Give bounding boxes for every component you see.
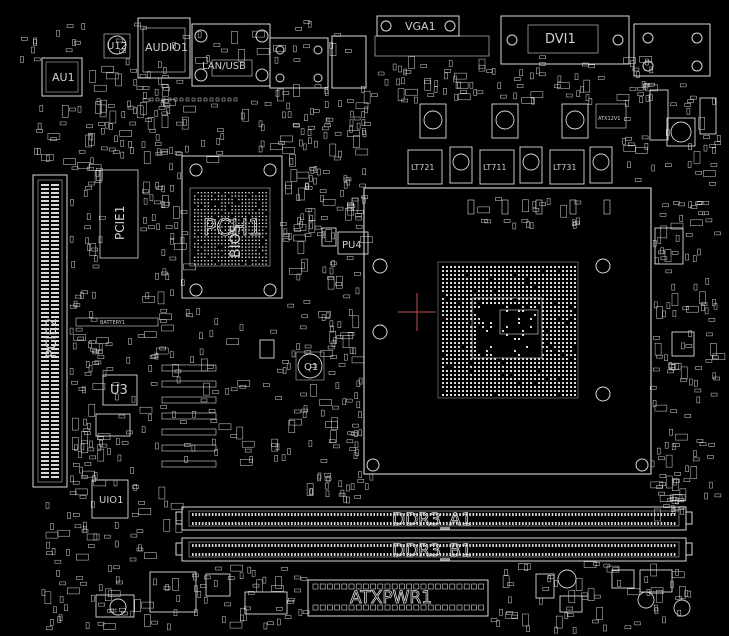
ddr-slot-a1 <box>175 506 693 531</box>
smd-components <box>20 20 726 634</box>
audio-connector <box>137 17 191 79</box>
label-battery: BATTERY1 <box>100 320 125 326</box>
label-lan-usb: LAN/USB <box>202 61 246 72</box>
label-lt721: LT721 <box>411 163 435 172</box>
label-vga: VGA1 <box>405 20 436 33</box>
atx-pin-array <box>312 583 484 611</box>
label-pcie1: PCIE1 <box>113 206 127 240</box>
cpu-pad-array <box>442 266 576 396</box>
label-pch1: PCH1 <box>203 216 262 241</box>
dvi-connector <box>500 15 630 65</box>
label-bios: BIOS <box>228 224 244 258</box>
pcie-slot <box>32 169 159 488</box>
label-dvi: DVI1 <box>545 32 576 47</box>
pch-chip <box>181 155 283 299</box>
atx-power-connector <box>307 579 489 617</box>
label-lt731: LT731 <box>553 163 577 172</box>
label-u3: U3 <box>110 383 128 398</box>
label-pu4: PU4 <box>342 240 362 251</box>
silkscreen-labels: AU1 U12 AUDIO1 LAN/USB VGA1 DVI1 PCH1 BI… <box>44 20 620 608</box>
vrm-inductors <box>337 103 627 255</box>
label-q1: Q1 <box>304 362 318 373</box>
label-au1: AU1 <box>52 71 75 84</box>
label-ddr-b1: DDR3_B1 <box>392 541 472 561</box>
label-pcie2: PCIE2 <box>44 318 60 358</box>
label-u12: U12 <box>107 41 127 52</box>
ddr-pin-array <box>192 513 676 556</box>
ddr-slot-b1 <box>175 537 693 562</box>
pcie-pin-array <box>41 184 59 478</box>
label-lt711: LT711 <box>483 163 507 172</box>
label-uio1: UIO1 <box>99 495 124 506</box>
rear-io-group <box>41 15 711 97</box>
pch-ball-array <box>194 192 267 265</box>
label-audio1: AUDIO1 <box>145 41 188 54</box>
label-atxpwr: ATXPWR1 <box>350 588 432 608</box>
cursor-crosshair <box>398 293 436 331</box>
label-ddr-a1: DDR3_A1 <box>392 510 472 530</box>
label-atx12v: ATX12V1 <box>598 116 620 122</box>
